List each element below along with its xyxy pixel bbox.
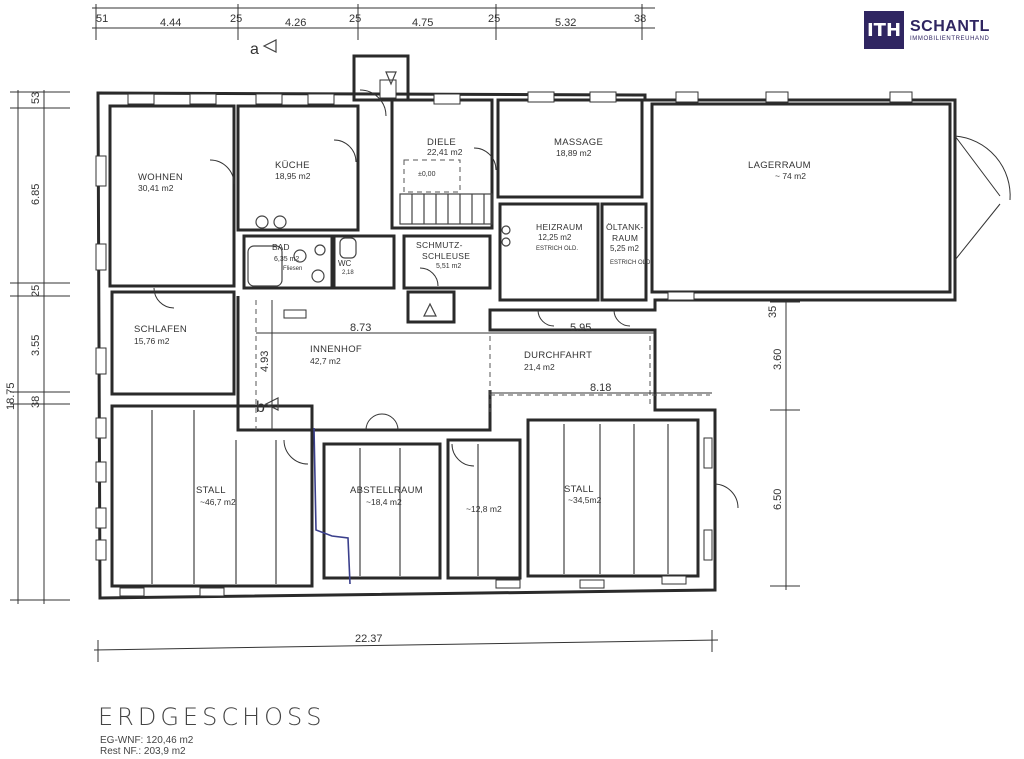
dimension-right: 35 3.60 6.50 <box>767 300 800 590</box>
section-marker-a: a <box>250 41 259 58</box>
dim-left-3: 3.55 <box>30 335 42 356</box>
room-name-diele: DIELE <box>427 137 456 148</box>
brand-name: SCHANTL <box>910 18 990 35</box>
room-area-lagerraum: ~ 74 m2 <box>775 171 806 181</box>
outer-walls <box>96 54 957 600</box>
brand-logo: ITH SCHANTL IMMOBILIENTREUHAND <box>864 11 1012 49</box>
room-name-wohnen: WOHNEN <box>138 172 183 183</box>
dimension-bottom: 22.37 <box>93 630 719 662</box>
dim-inner-2: 8.18 <box>590 382 611 394</box>
dim-top-8: 38 <box>634 13 646 25</box>
room-name-lagerraum: LAGERRAUM <box>748 160 811 171</box>
room-name2-oeltank: RAUM <box>612 233 638 243</box>
dim-top-2: 25 <box>230 13 242 25</box>
room-name-stall-2: STALL <box>564 484 594 495</box>
dim-left-0: 53 <box>30 92 42 104</box>
level-mark: ±0,00 <box>418 171 436 178</box>
room-name-innenhof: INNENHOF <box>310 344 362 355</box>
dim-top-5: 4.75 <box>412 17 433 29</box>
dim-top-4: 25 <box>349 13 361 25</box>
area-wnf: EG-WNF: 120,46 m2 <box>100 735 194 746</box>
room-name-durchfahrt: DURCHFAHRT <box>524 350 592 361</box>
dim-left-5: 18.75 <box>5 382 17 410</box>
room-area-stall-1: ~46,7 m2 <box>200 497 236 507</box>
room-name-heizraum: HEIZRAUM <box>536 222 583 232</box>
dimension-inner: 8.73 5.95 8.18 4.93 <box>256 300 712 430</box>
room-area-schlafen: 15,76 m2 <box>134 336 170 346</box>
area-nf: Rest NF.: 203,9 m2 <box>100 746 186 757</box>
dim-left-4: 38 <box>30 396 42 408</box>
dim-right-1: 3.60 <box>772 349 784 370</box>
fixtures <box>247 215 511 287</box>
dim-top-0: 51 <box>96 13 108 25</box>
room-name-wc: WC <box>338 259 352 268</box>
room-area-oeltank: 5,25 m2 <box>610 244 639 253</box>
room-area-wc: 2,18 <box>342 270 354 276</box>
room-name-stall-1: STALL <box>196 485 226 496</box>
room-area-wohnen: 30,41 m2 <box>138 183 174 193</box>
room-area-abstellraum: ~18,4 m2 <box>366 497 402 507</box>
dimension-left: 53 6.85 25 3.55 38 18.75 <box>5 90 70 604</box>
floor-title: ERDGESCHOSS <box>98 703 326 731</box>
dim-right-0: 35 <box>767 306 779 318</box>
room-name2-schmutz: SCHLEUSE <box>422 251 470 261</box>
brand-tagline: IMMOBILIENTREUHAND <box>910 36 990 42</box>
room-area-diele: 22,41 m2 <box>427 147 463 157</box>
room-area-unnamed: ~12,8 m2 <box>466 504 502 514</box>
dim-top-7: 5.32 <box>555 17 576 29</box>
dimension-top: 51 4.44 25 4.26 25 4.75 25 5.32 38 <box>92 4 655 40</box>
area-summary: EG-WNF: 120,46 m2 Rest NF.: 203,9 m2 <box>100 735 193 757</box>
pen-mark <box>313 427 351 585</box>
room-labels: WOHNEN 30,41 m2 KÜCHE 18,95 m2 DIELE 22,… <box>134 137 811 514</box>
room-area-stall-2: ~34,5m2 <box>568 495 602 505</box>
section-marker-b: b <box>256 399 265 416</box>
dim-left-2: 25 <box>30 285 42 297</box>
dim-right-2: 6.50 <box>772 489 784 510</box>
room-name-schmutz: SCHMUTZ- <box>416 240 463 250</box>
room-area-kueche: 18,95 m2 <box>275 171 311 181</box>
room-name-bad: BAD <box>272 242 289 252</box>
dim-inner-1: 5.95 <box>570 322 591 334</box>
room-area-heizraum: 12,25 m2 <box>538 233 572 242</box>
windows <box>95 79 913 597</box>
room-name-schlafen: SCHLAFEN <box>134 324 187 335</box>
room-area-innenhof: 42,7 m2 <box>310 356 341 366</box>
room-name-kueche: KÜCHE <box>275 160 310 171</box>
passage-lines <box>255 300 710 430</box>
room-area-durchfahrt: 21,4 m2 <box>524 362 555 372</box>
room-area-bad: 6,35 m2 <box>274 256 299 263</box>
room-name-abstellraum: ABSTELLRAUM <box>350 485 423 496</box>
room-area-schmutz: 5,51 m2 <box>436 263 461 270</box>
dim-top-6: 25 <box>488 13 500 25</box>
brand-mark: ITH <box>864 11 904 49</box>
room-note-heizraum: ESTRICH OLD. <box>536 246 578 252</box>
dim-bottom-0: 22.37 <box>355 633 383 645</box>
dim-inner-3: 4.93 <box>259 351 271 372</box>
dim-inner-0: 8.73 <box>350 322 371 334</box>
dim-left-1: 6.85 <box>30 184 42 205</box>
dim-top-3: 4.26 <box>285 17 306 29</box>
doors <box>153 89 1011 509</box>
room-name-massage: MASSAGE <box>554 137 603 148</box>
bad-floor-note: Fliesen <box>283 266 302 272</box>
stall-partitions <box>151 410 669 584</box>
room-area-massage: 18,89 m2 <box>556 148 592 158</box>
dim-top-1: 4.44 <box>160 17 181 29</box>
room-note-oeltank: ESTRICH OLD. <box>610 260 652 266</box>
staircase <box>399 159 493 225</box>
room-name-oeltank: ÖLTANK- <box>606 222 644 232</box>
